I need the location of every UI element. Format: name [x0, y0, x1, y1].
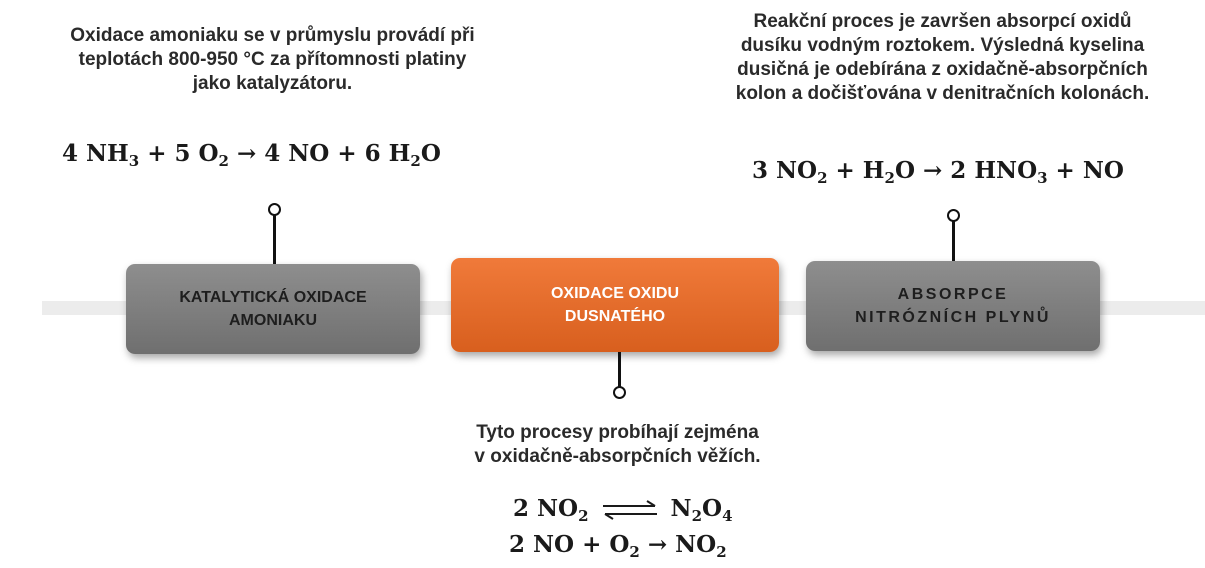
note-right-line: dusíku vodným roztokem. Výsledná kyselin… — [740, 35, 1145, 56]
note-bottom: Tyto procesy probíhají zejména v oxidačn… — [420, 421, 815, 469]
equation-no-oxidation: 2 NO + O2 → NO2 — [509, 531, 727, 561]
equation-dimerization: 2 NO2 N2O4 — [513, 495, 733, 525]
step-box-absorption: ABSORPCE NITRÓZNÍCH PLYNŮ — [806, 261, 1100, 351]
eq4-part: → NO — [639, 531, 717, 558]
note-bottom-line: v oxidačně-absorpčních věžích. — [474, 446, 761, 467]
eq2-part: + NO — [1047, 157, 1124, 184]
eq2-sub: 2 — [817, 169, 828, 187]
eq2-sub: 2 — [884, 169, 895, 187]
eq2-part: 3 NO — [752, 157, 818, 184]
eq2-sub: 3 — [1037, 169, 1048, 187]
equilibrium-arrows-icon — [602, 500, 657, 520]
step-label-line: OXIDACE OXIDU — [550, 285, 679, 302]
eq1-part: 4 NH — [62, 140, 129, 167]
step-label-line: ABSORPCE — [897, 286, 1009, 303]
eq2-part: O → 2 HNO — [894, 157, 1038, 184]
step-label-line: NITRÓZNÍCH PLYNŮ — [855, 309, 1051, 326]
eq4-sub: 2 — [629, 543, 640, 561]
note-right-line: dusičná je odebírána z oxidačně-absorpčn… — [737, 59, 1148, 80]
eq3-sub: 2 — [691, 507, 703, 525]
note-left-line: Oxidace amoniaku se v průmyslu provádí p… — [70, 25, 475, 46]
note-right: Reakční proces je završen absorpcí oxidů… — [680, 10, 1205, 106]
eq1-sub: 2 — [218, 152, 229, 170]
eq1-part: O — [420, 140, 441, 167]
connector-stem-right — [952, 221, 955, 261]
note-left-line: teplotách 800-950 °C za přítomnosti plat… — [78, 49, 467, 70]
eq3-part: N — [670, 495, 692, 522]
note-bottom-line: Tyto procesy probíhají zejména — [476, 422, 759, 443]
note-left: Oxidace amoniaku se v průmyslu provádí p… — [0, 24, 545, 96]
eq1-part: + 5 O — [139, 140, 219, 167]
note-left-line: jako katalyzátoru. — [192, 73, 353, 94]
step-box-no-oxidation: OXIDACE OXIDU DUSNATÉHO — [451, 258, 779, 352]
eq4-part: 2 NO + O — [509, 531, 630, 558]
eq3-sub: 2 — [578, 507, 589, 525]
equation-ammonia-oxidation: 4 NH3 + 5 O2 → 4 NO + 6 H2O — [62, 140, 441, 170]
note-right-line: kolon a dočišťována v denitračních kolon… — [735, 83, 1150, 104]
step-box-catalytic-oxidation: KATALYTICKÁ OXIDACE AMONIAKU — [126, 264, 420, 354]
eq1-sub: 3 — [128, 152, 140, 170]
eq1-sub: 2 — [410, 152, 421, 170]
connector-stem-left — [273, 215, 276, 265]
step-label-line: AMONIAKU — [229, 312, 317, 329]
eq3-sub: 4 — [722, 507, 733, 525]
step-label-line: DUSNATÉHO — [564, 308, 666, 325]
eq4-sub: 2 — [716, 543, 727, 561]
connector-stem-middle — [618, 352, 621, 388]
eq1-part: → 4 NO + 6 H — [228, 140, 411, 167]
equation-absorption: 3 NO2 + H2O → 2 HNO3 + NO — [752, 157, 1124, 187]
connector-knob-middle — [613, 386, 626, 399]
eq3-part: O — [702, 495, 723, 522]
eq2-part: + H — [827, 157, 885, 184]
eq3-part: 2 NO — [513, 495, 579, 522]
note-right-line: Reakční proces je završen absorpcí oxidů — [753, 11, 1132, 32]
step-label-line: KATALYTICKÁ OXIDACE — [179, 289, 367, 306]
